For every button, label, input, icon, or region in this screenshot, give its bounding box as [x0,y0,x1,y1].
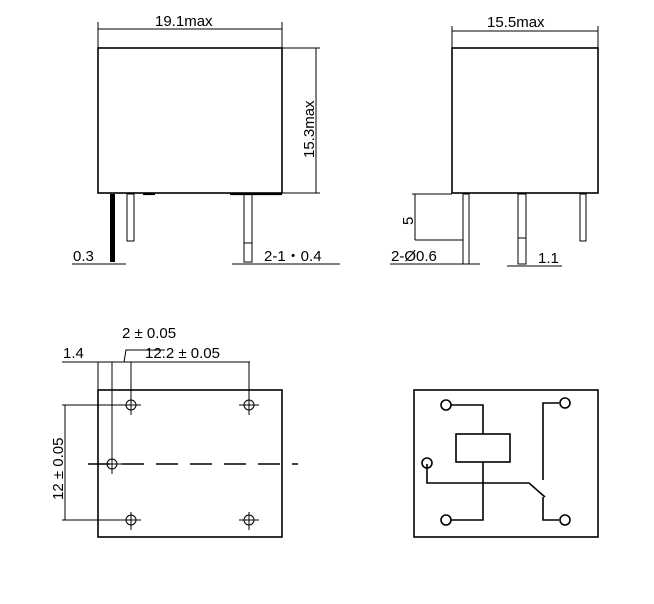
pin [110,194,115,262]
pitch-large-label: 12.2 ± 0.05 [145,345,220,362]
pin [243,193,253,263]
pin [126,193,135,242]
terminal [559,514,571,526]
pcb-layout: 1.4 2 ± 0.05 12.2 ± 0.05 12 ± 0.05 [50,325,298,538]
terminal [559,397,571,409]
terminal [440,514,452,526]
pin-length-label: 5 [400,217,417,225]
pcb-hole [121,512,141,530]
offset-label: 1.4 [63,345,84,362]
pin [579,193,587,242]
pin-width-label: 2-1・0.4 [264,248,322,265]
coil [455,433,511,463]
vertical-pitch-label: 12 ± 0.05 [50,438,67,500]
pin [517,193,527,265]
pin-diameter-label: 2-Ø0.6 [391,248,437,265]
front-width-label: 19.1max [155,13,213,30]
front-height-label: 15.3max [301,100,318,158]
pcb-hole [102,456,122,474]
pcb-hole [239,512,259,530]
pin [462,193,470,265]
pitch-small-label: 2 ± 0.05 [122,325,176,342]
pcb-hole [239,397,259,415]
terminal [421,457,433,469]
relay-schematic [413,389,599,538]
front-view: 19.1max 15.3max 0.3 2-1・0.4 [72,13,340,265]
pin-thickness-label: 0.3 [73,248,94,265]
pcb-hole [121,397,141,415]
side-pin-width-label: 1.1 [538,250,559,267]
side-view: 15.5max 5 2-Ø0.6 1.1 [390,14,599,267]
side-width-label: 15.5max [487,14,545,31]
terminal [440,399,452,411]
